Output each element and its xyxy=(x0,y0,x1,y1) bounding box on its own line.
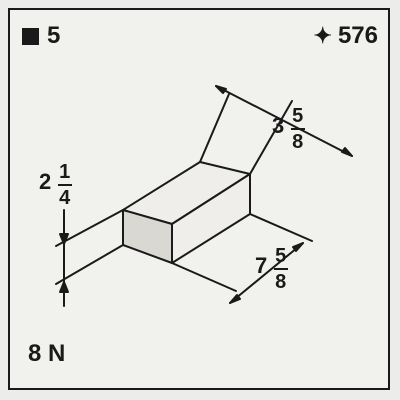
height-numerator: 1 xyxy=(59,161,71,183)
width-ext-line-1 xyxy=(199,93,230,163)
top-left-value: 5 xyxy=(47,22,61,49)
length-fraction: 5 8 xyxy=(273,245,288,293)
height-ext-line-1 xyxy=(55,209,124,247)
width-denominator: 8 xyxy=(292,131,304,153)
width-numerator: 5 xyxy=(292,105,304,127)
corner-top-right: ✦ 576 xyxy=(314,24,378,48)
length-whole: 7 xyxy=(255,253,268,279)
height-arrow-1 xyxy=(59,233,69,245)
corner-bottom-left: 8 N xyxy=(28,340,66,367)
width-arrow-1 xyxy=(215,85,227,94)
corner-top-left: 5 xyxy=(22,24,60,48)
length-arrow-1 xyxy=(292,242,304,252)
length-arrow-2 xyxy=(229,294,241,304)
width-label: 3 5 8 xyxy=(272,106,305,152)
length-label: 7 5 8 xyxy=(255,246,288,292)
height-fraction: 1 4 xyxy=(57,161,72,209)
top-right-value: 576 xyxy=(337,22,378,49)
height-fraction-bar xyxy=(57,184,72,186)
length-ext-line-1 xyxy=(249,213,313,242)
height-ext-line-2 xyxy=(55,244,124,285)
width-fraction-bar xyxy=(290,128,305,130)
four-point-star-icon: ✦ xyxy=(313,23,332,48)
square-icon xyxy=(22,27,39,45)
height-arrow-2 xyxy=(59,281,69,293)
length-ext-line-2 xyxy=(171,262,237,292)
height-label: 2 1 4 xyxy=(39,162,72,208)
width-fraction: 5 8 xyxy=(290,105,305,153)
length-denominator: 8 xyxy=(275,271,287,293)
height-denominator: 4 xyxy=(59,187,71,209)
width-dim-line xyxy=(215,85,353,157)
width-ext-line-2 xyxy=(249,100,293,175)
width-arrow-2 xyxy=(341,147,353,157)
height-whole: 2 xyxy=(39,169,52,195)
width-whole: 3 xyxy=(272,113,285,139)
length-numerator: 5 xyxy=(275,245,287,267)
length-fraction-bar xyxy=(273,268,288,270)
length-dim-line xyxy=(229,242,304,304)
